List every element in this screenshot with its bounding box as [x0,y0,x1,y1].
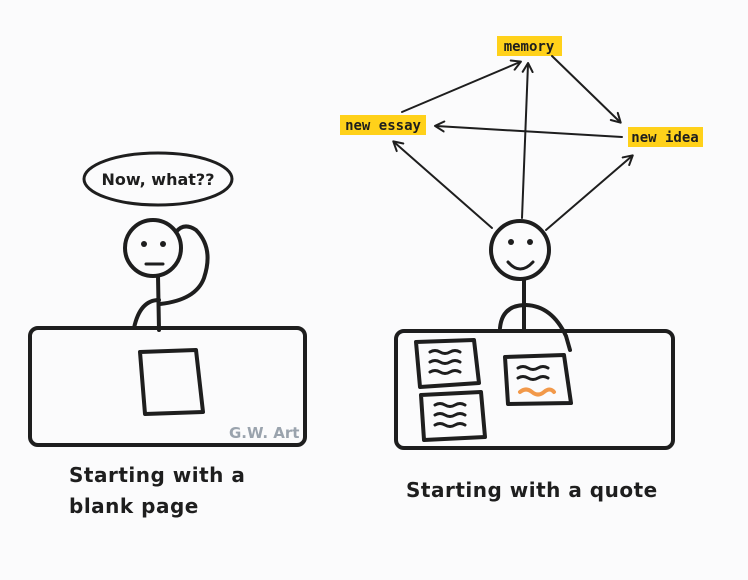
head-scratching-arm [158,224,210,306]
note-card-2-outline [419,390,487,442]
note-card-1-outline [414,338,481,389]
arrow-head-to-idea [545,154,634,231]
right-caption: Starting with a quote [406,478,658,502]
left-eye [141,241,147,247]
node-memory: memory [497,36,562,56]
arrow-memory-to-idea [551,55,622,124]
smiling-stick-figure [489,219,572,352]
highlight-new-essay [340,115,426,135]
smile [506,260,535,271]
arrow-head-to-essay [392,140,493,229]
note-card-2-scribble [433,402,467,428]
right-eye [527,239,533,245]
left-arm [132,298,161,330]
writing-arm [524,303,572,352]
node-new-idea: new idea [628,127,703,147]
left-desk [28,326,307,447]
speech-text: Now, what?? [102,170,215,189]
note-card-1-scribble [428,349,462,375]
node-new-essay-label: new essay [345,118,421,134]
watermark: G.W. Art [229,424,299,442]
head [123,218,183,278]
node-memory-label: memory [504,39,555,55]
highlight-memory [497,36,562,56]
node-new-essay: new essay [340,115,426,135]
note-card-3 [503,353,573,406]
arrow-idea-to-essay [434,120,623,138]
note-card-2 [419,390,487,442]
note-card-3-scribble [516,365,550,381]
speech-bubble [82,151,234,207]
left-arm [498,303,526,330]
node-new-idea-label: new idea [631,130,698,146]
right-eye [160,241,166,247]
right-scene: memory new essay new idea [340,36,703,502]
left-eye [508,239,514,245]
note-card-3-outline [503,353,573,406]
thinking-stick-figure [123,218,210,332]
highlight-new-idea [628,127,703,147]
arrow-head-to-memory [521,62,534,219]
blank-page [138,348,205,416]
left-scene: Now, what?? G.W. Art Starting with a bla… [28,151,307,518]
head [489,219,551,281]
highlighted-quote-scribble [518,387,556,397]
left-caption-line2: blank page [69,494,199,518]
right-desk [394,329,675,450]
arrow-essay-to-memory [401,59,522,113]
note-card-1 [414,338,481,389]
left-caption-line1: Starting with a [69,463,245,487]
